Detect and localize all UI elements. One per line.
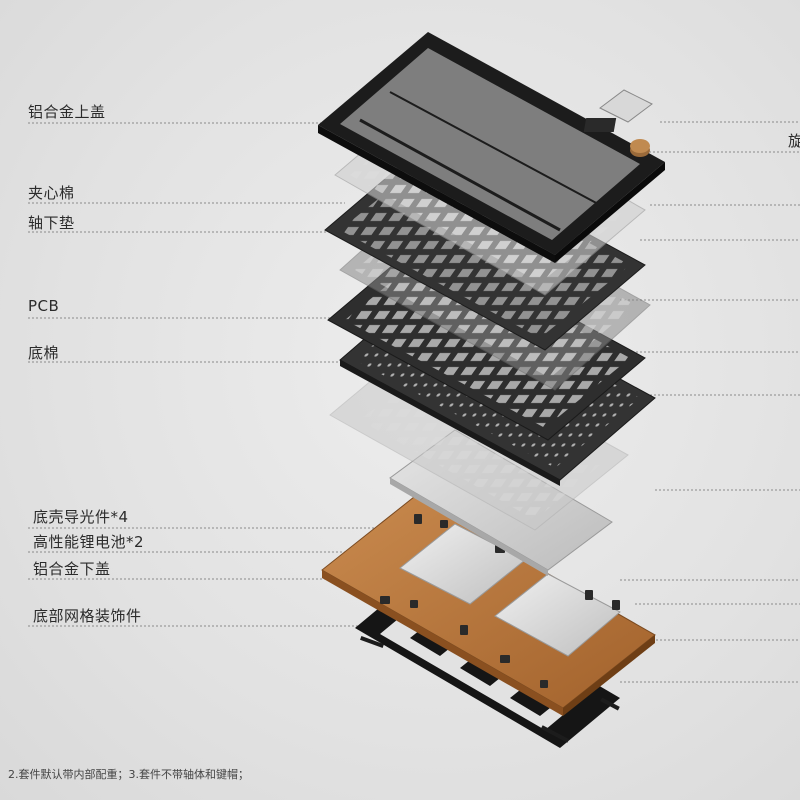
screen-module	[599, 89, 653, 123]
label-sandwich-foam: 夹心棉	[28, 184, 75, 202]
footnote: 2.套件默认带内部配重；3.套件不带轴体和键帽；	[8, 768, 249, 781]
battery	[494, 573, 621, 657]
knob-screen-module	[583, 89, 653, 157]
leader-lines-right	[620, 121, 800, 683]
label-bottom-foam: 底棉	[28, 344, 60, 362]
aluminum-top-frame	[318, 32, 665, 263]
label-knob-partial: 旋	[788, 132, 800, 150]
label-pcb: PCB	[28, 297, 60, 315]
label-bottom-grid: 底部网格装饰件	[33, 607, 142, 625]
leader-lines-left	[28, 122, 420, 627]
label-bottom-case: 铝合金下盖	[33, 560, 111, 578]
label-switch-pad: 轴下垫	[28, 214, 75, 232]
bottom-case	[321, 496, 656, 716]
label-top-case: 铝合金上盖	[28, 103, 106, 121]
label-light-guide: 底壳导光件*4	[33, 508, 129, 526]
label-battery: 高性能锂电池*2	[33, 533, 145, 551]
